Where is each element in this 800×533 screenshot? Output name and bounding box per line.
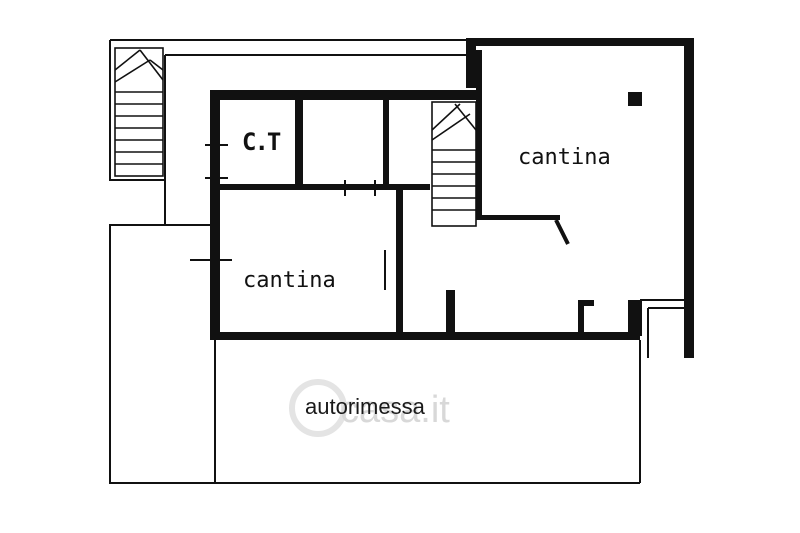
watermark: casa.it — [289, 379, 450, 437]
left-staircase — [114, 47, 164, 177]
watermark-logo-icon — [289, 379, 347, 437]
room-label-cantina-left: cantina — [243, 268, 336, 293]
room-label-autorimessa: autorimessa — [305, 394, 426, 419]
outer-boundary — [109, 39, 640, 484]
room-label-ct: C.T — [242, 128, 281, 156]
room-label-cantina-right: cantina — [518, 145, 611, 170]
thick-walls — [210, 38, 694, 358]
thin-walls — [190, 144, 684, 483]
watermark-text: casa.it — [340, 389, 450, 431]
central-staircase — [431, 101, 477, 227]
column-marker-icon — [628, 92, 642, 106]
